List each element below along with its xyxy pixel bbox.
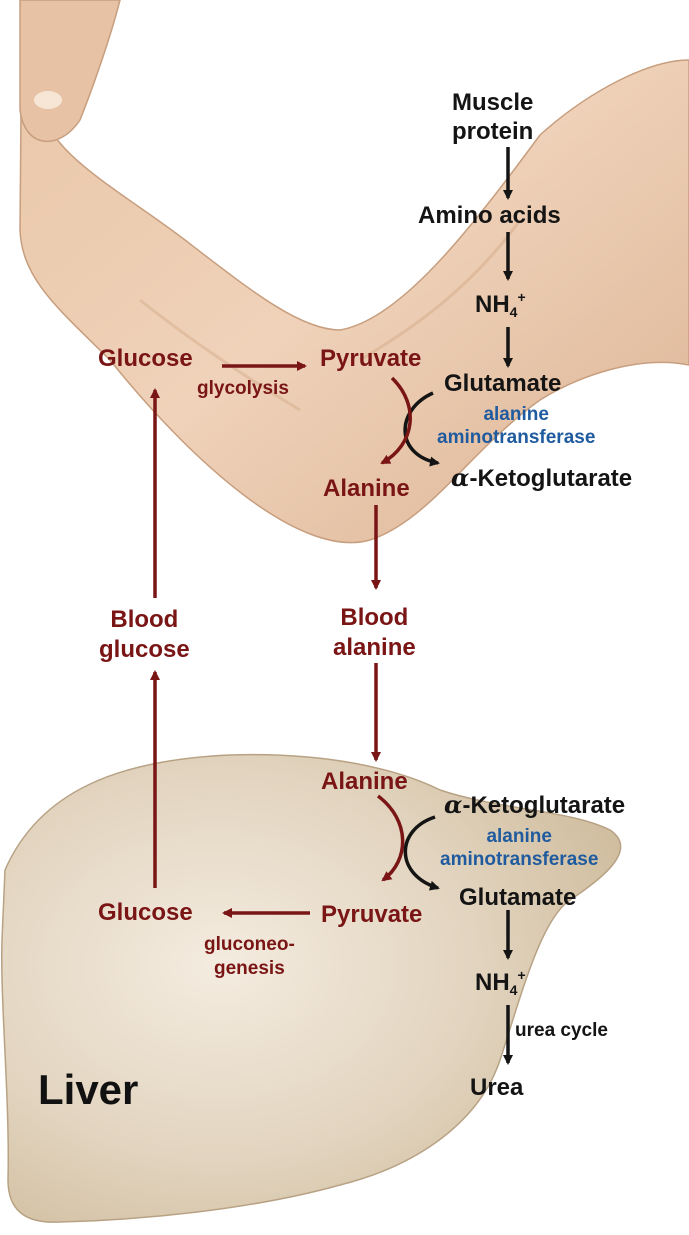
nh4-sub: 4 [510, 304, 518, 320]
nh4-sub: 4 [510, 982, 518, 998]
nh4-base: NH [475, 291, 510, 318]
label-glucose-liver: Glucose [98, 901, 193, 925]
nh4-base: NH [475, 969, 510, 996]
label-glucose-muscle: Glucose [98, 347, 193, 371]
label-nh4-liver: NH4+ [475, 968, 526, 997]
nh4-sup: + [517, 967, 525, 983]
label-urea-cycle: urea cycle [515, 1021, 608, 1040]
label-urea: Urea [470, 1076, 523, 1100]
label-enzyme-muscle: alanine aminotransferase [437, 404, 595, 450]
label-ketoglutarate-liver: α-Ketoglutarate [444, 793, 625, 818]
alpha-symbol: α [444, 790, 462, 819]
label-muscle-protein: Muscle protein [452, 89, 533, 147]
ketoglutarate-text: -Ketoglutarate [469, 465, 632, 492]
label-blood-glucose: Blood glucose [99, 605, 190, 665]
label-liver-title: Liver [38, 1066, 138, 1114]
liver-illustration [2, 755, 621, 1223]
label-blood-alanine: Blood alanine [333, 603, 416, 663]
label-gluconeogenesis: gluconeo- genesis [204, 933, 295, 981]
label-pyruvate-liver: Pyruvate [321, 903, 422, 927]
label-alanine-muscle: Alanine [323, 477, 410, 501]
label-enzyme-liver: alanine aminotransferase [440, 826, 598, 872]
label-glutamate-liver: Glutamate [459, 886, 576, 910]
alpha-symbol: α [451, 463, 469, 492]
label-glutamate-muscle: Glutamate [444, 372, 561, 396]
label-alanine-liver: Alanine [321, 770, 408, 794]
ketoglutarate-text: -Ketoglutarate [462, 792, 625, 819]
arm-illustration [20, 0, 689, 543]
label-amino-acids: Amino acids [418, 204, 561, 228]
label-pyruvate-muscle: Pyruvate [320, 347, 421, 371]
label-nh4-muscle: NH4+ [475, 290, 526, 319]
label-ketoglutarate-muscle: α-Ketoglutarate [451, 466, 632, 491]
label-glycolysis: glycolysis [197, 379, 289, 398]
nh4-sup: + [517, 289, 525, 305]
